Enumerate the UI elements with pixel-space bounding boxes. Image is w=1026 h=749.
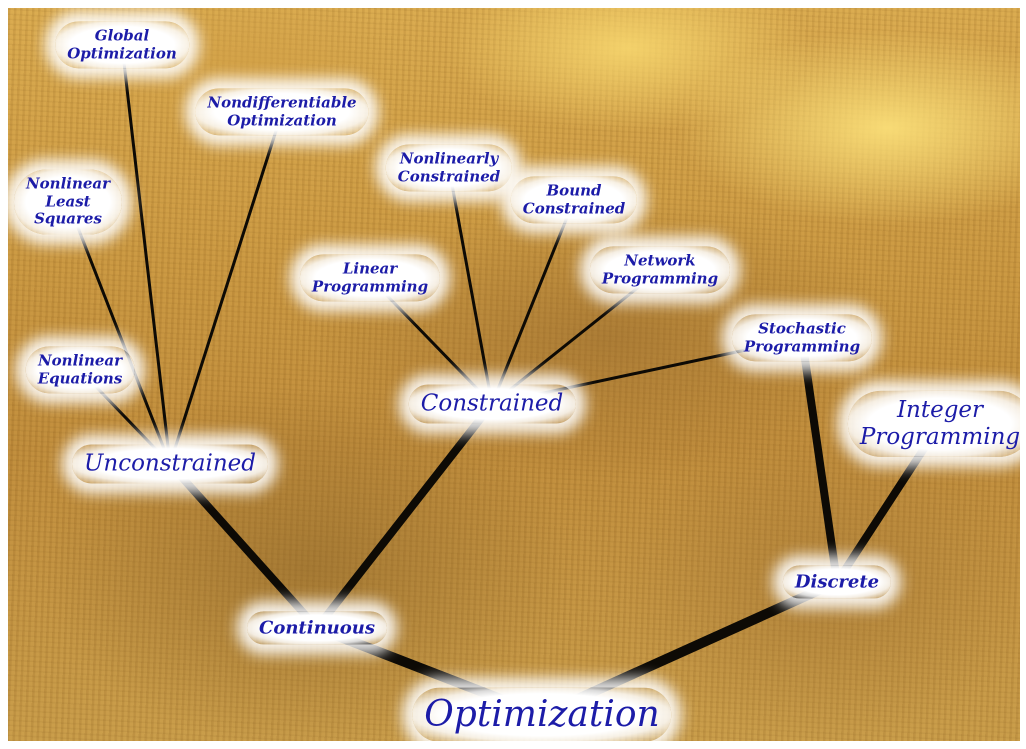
node-integer-programming: Integer Programming <box>847 390 1026 458</box>
edge-unconstrained-to-nondifferentiable-optimization <box>168 110 284 466</box>
node-global-optimization: Global Optimization <box>55 21 189 69</box>
edge-unconstrained-to-nonlinear-least-squares <box>66 200 172 466</box>
sepia-tree-photo-background <box>8 8 1020 741</box>
node-nonlinearly-constrained: Nonlinearly Constrained <box>385 144 513 192</box>
node-continuous: Continuous <box>247 611 387 645</box>
node-nondifferentiable-optimization: Nondifferentiable Optimization <box>195 88 369 136</box>
node-nonlinear-least-squares: Nonlinear Least Squares <box>13 169 123 235</box>
edge-constrained-to-bound-constrained <box>490 198 576 406</box>
node-constrained: Constrained <box>408 384 576 424</box>
node-network-programming: Network Programming <box>589 246 731 294</box>
node-bound-constrained: Bound Constrained <box>510 176 638 224</box>
edge-continuous-to-unconstrained <box>166 460 321 632</box>
node-linear-programming: Linear Programming <box>299 254 441 302</box>
node-optimization: Optimization <box>412 687 672 743</box>
edge-discrete-to-stochastic-programming <box>798 334 841 586</box>
node-nonlinear-equations: Nonlinear Equations <box>25 346 135 394</box>
node-discrete: Discrete <box>782 565 892 599</box>
node-stochastic-programming: Stochastic Programming <box>731 314 873 362</box>
edge-constrained-to-nonlinearly-constrained <box>447 166 494 406</box>
edge-continuous-to-constrained <box>313 400 496 632</box>
edge-unconstrained-to-global-optimization <box>120 43 172 466</box>
node-unconstrained: Unconstrained <box>72 444 268 484</box>
